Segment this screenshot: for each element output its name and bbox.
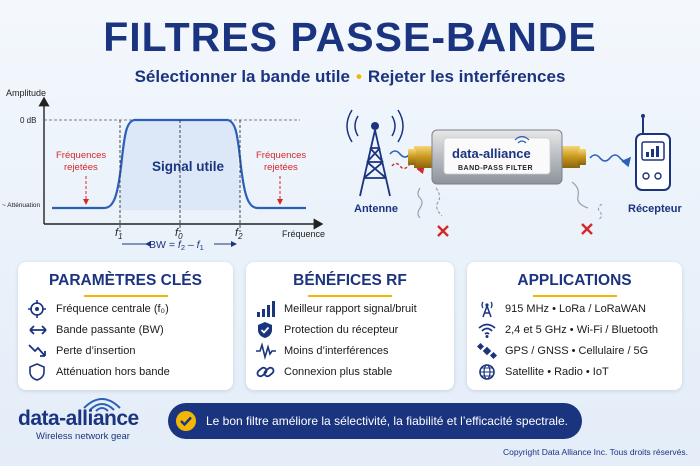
rejected-wave-left [417,187,423,219]
rejected-path-right [597,203,603,221]
list-item-text: Protection du récepteur [284,324,399,336]
rejected-left-line2: rejetées [64,162,98,173]
waveform-icon [256,342,276,360]
satellite-icon [477,342,497,360]
rejected-wave-right [571,181,589,209]
card-title: PARAMÈTRES CLÉS [48,272,202,289]
globe-icon [479,364,495,380]
banner-text: Le bon filtre améliore la sélectivité, l… [206,414,568,428]
x-axis-label: Fréquence [282,229,325,239]
shield-check-icon [258,322,272,338]
card-title: APPLICATIONS [517,272,632,289]
f2-label: f2 [235,227,243,241]
f1-label: f1 [115,227,123,241]
list-item-text: Connexion plus stable [284,366,393,378]
page-subtitle: Sélectionner la bande utile • Rejeter les … [0,67,700,87]
antenna-icon [481,301,493,318]
subtitle-separator: • [355,67,362,86]
bandwidth-formula: BW = f2 – f1 [149,239,204,252]
reject-x-right-icon [581,223,593,235]
trend-down-icon [28,344,46,357]
incoming-interference-wave [391,162,425,175]
receiver-icon [635,114,671,191]
target-icon [28,300,46,318]
card-underline [83,295,168,297]
card-title: BÉNÉFICES RF [293,272,407,289]
outgoing-signal-wave [589,154,632,168]
signal-bars-icon [257,301,275,317]
rejected-right-line1: Fréquences [256,150,306,161]
list-item-text: Perte d’insertion [56,345,136,357]
shield-icon [29,363,45,381]
list-item-text: Bande passante (BW) [56,324,164,336]
rejected-left-line1: Fréquences [56,150,106,161]
logo-waves-icon [83,398,121,412]
double-arrow-icon [29,325,47,335]
subtitle-right: Rejeter les interférences [367,67,566,86]
wifi-icon [478,323,496,338]
band-pass-filter: data-alliance BAND-PASS FILTER [408,129,586,185]
antenna-label: Antenne [354,203,398,215]
rejected-path-left [435,187,443,217]
card-underline [532,295,617,297]
f0-label: f0 [175,227,183,241]
y-tick-attenuation: ~ Atténuation [2,202,41,209]
list-item-text: Meilleur rapport signal/bruit [284,303,417,315]
list-item-text: 2,4 et 5 GHz • Wi-Fi / Bluetooth [505,324,659,336]
card-rf-benefits: BÉNÉFICES RF Meilleur rapport signal/bru… [246,262,454,390]
page-title: FILTRES PASSE-BANDE [103,14,597,60]
antenna-icon [346,109,404,197]
list-item-text: 915 MHz • LoRa / LoRaWAN [505,303,646,315]
reject-x-left-icon [437,225,449,237]
y-tick-0db: 0 dB [20,116,36,125]
rejected-right-line2: rejetées [264,162,298,173]
logo-tagline: Wireless network gear [36,431,130,442]
summary-banner: Le bon filtre améliore la sélectivité, l… [168,403,582,439]
card-key-parameters: PARAMÈTRES CLÉS Fréquence centrale (f₀) … [18,262,233,390]
rf-system-illustration: Antenne data-alliance BAND-PASS FILTER R [346,109,683,237]
filter-brand: data-alliance [452,146,531,161]
list-item-text: Fréquence centrale (f₀) [56,303,169,315]
list-item-text: Satellite • Radio • IoT [505,366,609,378]
link-icon [256,366,275,378]
list-item-text: GPS / GNSS • Cellulaire / 5G [505,345,649,357]
y-axis-label: Amplitude [6,88,46,98]
copyright-text: Copyright Data Alliance Inc. Tous droits… [502,447,688,457]
filter-label: BAND-PASS FILTER [458,165,533,172]
passband-label: Signal utile [152,159,225,174]
response-curve [52,118,306,210]
subtitle-left: Sélectionner la bande utile [134,67,350,86]
card-underline [308,295,392,297]
card-applications: APPLICATIONS 915 MHz • LoRa / LoRaWAN 2,… [467,262,682,390]
receiver-label: Récepteur [628,203,683,215]
check-icon [176,411,196,431]
frequency-response-graph: Amplitude 0 dB ~ Atténuation Signal util… [2,88,325,252]
logo-name: data-alliance [18,407,139,430]
list-item-text: Atténuation hors bande [56,366,170,378]
list-item-text: Moins d’interférences [284,345,389,357]
